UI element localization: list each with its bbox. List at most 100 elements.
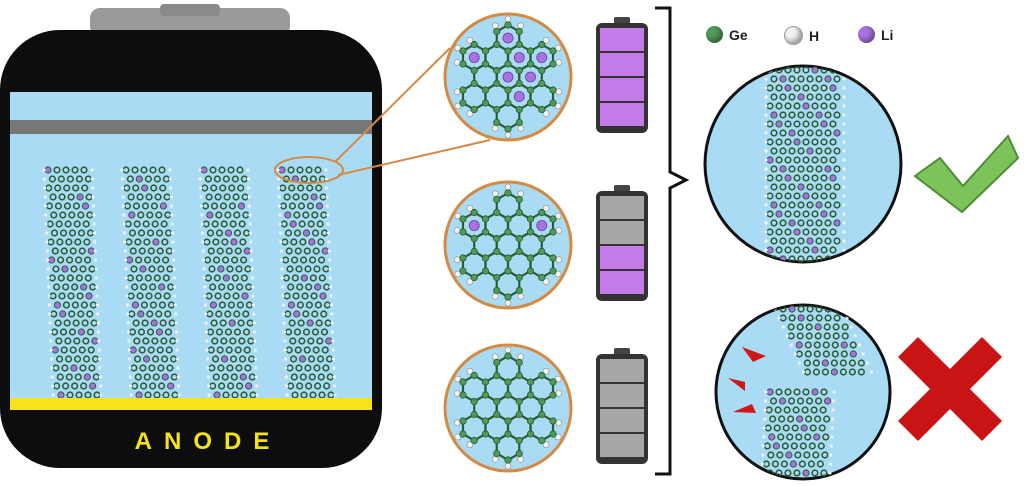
h-atom [97, 330, 100, 333]
li-atom [83, 203, 88, 208]
li-atom [825, 166, 830, 171]
li-atom [794, 229, 799, 234]
li-atom [791, 461, 796, 466]
li-atom [825, 398, 830, 403]
h-atom [94, 267, 97, 270]
h-atom [769, 298, 772, 301]
ge-atom [516, 106, 522, 112]
ge-atom [494, 274, 500, 280]
h-atom [556, 390, 562, 396]
ge-atom [539, 67, 545, 73]
h-atom [200, 213, 203, 216]
h-atom [279, 222, 282, 225]
h-atom [129, 384, 132, 387]
h-atom [764, 194, 767, 197]
h-atom [203, 276, 206, 279]
ge-atom [505, 22, 511, 28]
anode-strip [10, 398, 372, 410]
h-atom [830, 435, 833, 438]
li-atom [830, 85, 835, 90]
ge-atom [494, 248, 500, 254]
h-atom [47, 294, 50, 297]
h-atom [782, 325, 785, 328]
li-atom [71, 365, 76, 370]
ge-atom [505, 61, 511, 67]
h-atom [247, 177, 250, 180]
h-atom [280, 267, 283, 270]
ge-atom [539, 437, 545, 443]
li-atom [797, 416, 802, 421]
li-atom [816, 202, 821, 207]
li-atom [85, 374, 90, 379]
li-atom [245, 248, 250, 253]
h-atom [556, 227, 562, 233]
ge-atom [527, 392, 533, 398]
li-atom [136, 392, 141, 397]
li-atom [315, 284, 320, 289]
h-atom [764, 167, 767, 170]
battery-terminal-cap [160, 4, 220, 16]
h-atom [828, 471, 831, 474]
ge-atom [550, 392, 556, 398]
h-atom [764, 212, 767, 215]
ge-atom [516, 209, 522, 215]
ge-atom [539, 80, 545, 86]
outcome-stable [705, 66, 901, 262]
li-atom [842, 342, 847, 347]
li-atom [503, 33, 513, 43]
li-atom [469, 53, 479, 63]
h-atom [91, 177, 94, 180]
ge-atom [460, 255, 466, 261]
h-atom [858, 343, 861, 346]
h-atom [556, 420, 562, 426]
charge-segment-filled [600, 103, 644, 126]
li-atom [89, 248, 94, 253]
h-atom [128, 366, 131, 369]
h-atom [325, 195, 328, 198]
h-atom [798, 361, 801, 364]
h-atom [842, 257, 845, 260]
h-atom [203, 285, 206, 288]
h-atom [92, 204, 95, 207]
h-atom [333, 384, 336, 387]
zoom-group [445, 14, 648, 140]
li-atom [832, 369, 837, 374]
h-atom [204, 303, 207, 306]
h-atom [49, 330, 52, 333]
h-atom [505, 16, 511, 22]
ge-atom [516, 359, 522, 365]
h-atom [284, 366, 287, 369]
li-atom [81, 284, 86, 289]
li-atom [786, 452, 791, 457]
h-atom [169, 195, 172, 198]
h-atom [248, 213, 251, 216]
ge-atom [527, 216, 533, 222]
h-atom [48, 303, 51, 306]
h-atom [50, 366, 53, 369]
h-atom [505, 132, 511, 138]
li-atom [771, 202, 776, 207]
ge-atom [539, 235, 545, 241]
h-atom [760, 471, 763, 474]
h-atom [255, 375, 258, 378]
li-atom [311, 194, 316, 199]
h-atom [282, 312, 285, 315]
h-atom [96, 312, 99, 315]
li-atom [769, 434, 774, 439]
h-atom [764, 185, 767, 188]
h-atom [206, 357, 209, 360]
h-atom [169, 186, 172, 189]
h-atom [492, 354, 498, 360]
h-atom [127, 339, 130, 342]
charge-segment-empty [600, 359, 644, 382]
h-atom [329, 285, 332, 288]
h-atom [129, 393, 132, 396]
ge-atom [471, 248, 477, 254]
li-atom [242, 293, 247, 298]
h-atom [46, 249, 49, 252]
zoom-group [445, 182, 648, 308]
li-atom [55, 302, 60, 307]
ge-atom [460, 392, 466, 398]
h-atom [121, 186, 124, 189]
h-atom [127, 321, 130, 324]
